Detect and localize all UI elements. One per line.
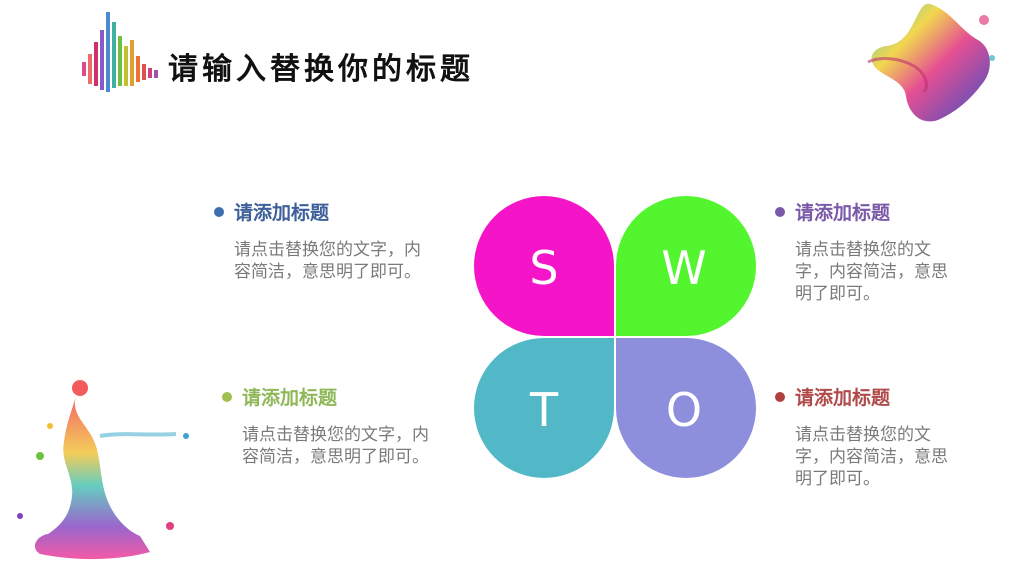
swot-petal-s [474,196,614,336]
swot-letter-s: S [529,241,558,295]
swot-petal-w [616,196,756,336]
block-heading: 请添加标题 [795,202,891,224]
swot-letter-o: O [666,383,702,437]
swot-diagram: S W T O [474,196,756,478]
block-text: 请点击替换您的文字，内容简洁，意思明了即可。 [795,425,948,489]
bullet-dot-icon [775,391,785,402]
block-heading: 请添加标题 [234,202,330,224]
swot-petal-o [616,338,756,478]
swot-petal-t [474,338,614,478]
equalizer-logo-icon [82,12,158,92]
threat-text-block: 请添加标题 请点击替换您的文字，内容简洁，意思明了即可。 [222,383,452,468]
block-text: 请点击替换您的文字，内容简洁，意思明了即可。 [795,240,948,304]
bullet-dot-icon [775,206,785,217]
block-text: 请点击替换您的文字，内容简洁，意思明了即可。 [242,425,429,467]
opportunity-text-block: 请添加标题 请点击替换您的文字，内容简洁，意思明了即可。 [775,383,1005,490]
ink-splash-image [17,380,189,560]
weakness-text-block: 请添加标题 请点击替换您的文字，内容简洁，意思明了即可。 [775,198,1005,305]
block-text: 请点击替换您的文字，内容简洁，意思明了即可。 [234,240,421,282]
block-heading: 请添加标题 [795,387,891,409]
bullet-dot-icon [222,391,232,402]
ink-splash-image [867,3,995,122]
swot-letter-w: W [661,241,706,295]
page-title: 请输入替换你的标题 [168,52,474,87]
strength-text-block: 请添加标题 请点击替换您的文字，内容简洁，意思明了即可。 [214,198,444,283]
bullet-dot-icon [214,206,224,217]
block-heading: 请添加标题 [242,387,338,409]
swot-letter-t: T [529,383,559,437]
